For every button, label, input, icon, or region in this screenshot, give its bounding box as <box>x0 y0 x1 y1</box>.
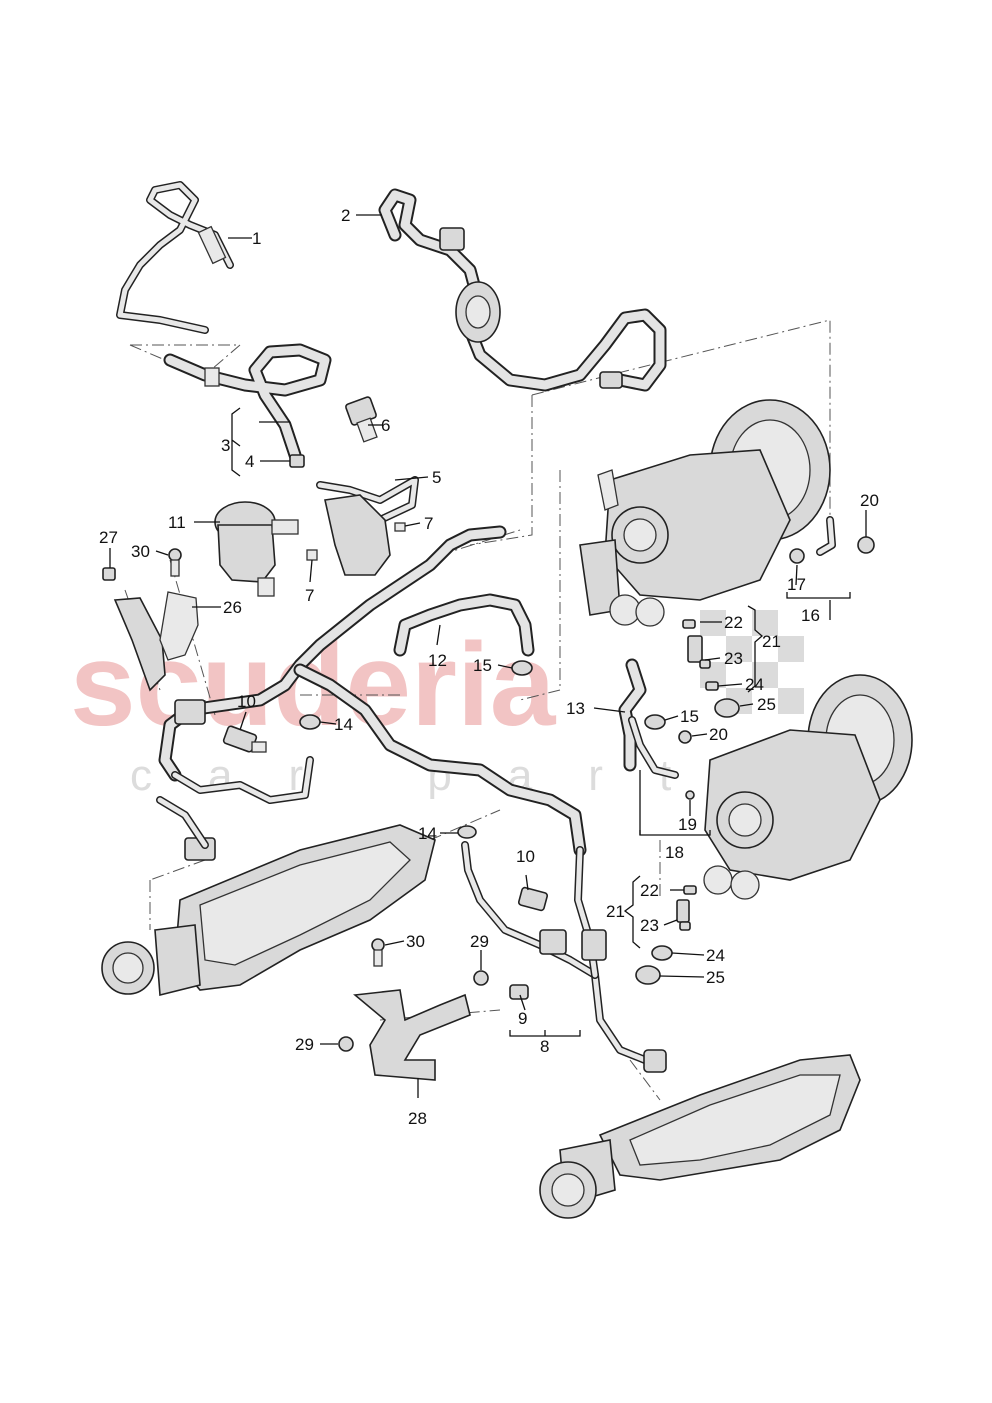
callout-14a: 14 <box>334 715 353 734</box>
callout-24a: 24 <box>745 675 764 694</box>
fitting-part-14-upper <box>299 714 321 730</box>
callout-27: 27 <box>99 528 118 547</box>
callout-16: 16 <box>801 606 820 625</box>
clip-part-9 <box>509 984 529 1000</box>
callout-21a: 21 <box>762 632 781 651</box>
sensor-part-6 <box>345 396 378 443</box>
callout-14b: 14 <box>418 824 437 843</box>
callout-21b: 21 <box>606 902 625 921</box>
sensor-part-10-lower <box>517 886 549 912</box>
callout-25a: 25 <box>757 695 776 714</box>
callout-20b: 20 <box>709 725 728 744</box>
bolt-part-30-upper <box>168 548 182 577</box>
bolt-part-20-upper <box>857 536 875 554</box>
callout-3: 3 <box>221 436 230 455</box>
turbocharger-lower <box>703 674 913 900</box>
pipe-part-18 <box>628 716 679 779</box>
washer-part-17 <box>789 548 805 564</box>
callout-23a: 23 <box>724 649 743 668</box>
callout-8: 8 <box>540 1037 549 1056</box>
leader-lines <box>109 214 867 1098</box>
callout-17: 17 <box>787 575 806 594</box>
callout-26: 26 <box>223 598 242 617</box>
bolt-part-29-left <box>338 1036 354 1052</box>
banjo-part-16 <box>816 516 836 556</box>
callout-25b: 25 <box>706 968 725 987</box>
callout-15a: 15 <box>473 656 492 675</box>
callout-24b: 24 <box>706 946 725 965</box>
sensor-part-10-upper <box>222 725 267 753</box>
fitting-part-14-lower <box>457 825 477 839</box>
callout-20a: 20 <box>860 491 879 510</box>
hose-part-3 <box>163 343 332 462</box>
callout-28: 28 <box>408 1109 427 1128</box>
fitting-part-15-upper <box>511 660 533 676</box>
callout-30b: 30 <box>406 932 425 951</box>
fuel-line-part-2 <box>378 188 667 392</box>
callout-15b: 15 <box>680 707 699 726</box>
callout-10a: 10 <box>237 692 256 711</box>
callout-7a: 7 <box>424 514 433 533</box>
bolt-part-20-middle <box>678 730 692 744</box>
callout-13: 13 <box>566 699 585 718</box>
callout-labels: 1 2 3 4 5 6 7 7 8 9 10 10 11 12 13 14 14… <box>99 206 879 1128</box>
callout-18: 18 <box>665 843 684 862</box>
turbocharger-upper <box>579 399 831 627</box>
fuel-line-part-1 <box>116 181 234 334</box>
callout-1: 1 <box>252 229 261 248</box>
fitting-part-15-lower <box>644 714 666 730</box>
callout-29a: 29 <box>295 1035 314 1054</box>
bolt-part-30-lower <box>371 938 385 967</box>
callout-22b: 22 <box>640 881 659 900</box>
checkered-flag-logo <box>700 610 804 714</box>
high-pressure-pump-part-11 <box>214 501 299 597</box>
callout-2: 2 <box>341 206 350 225</box>
callout-5: 5 <box>432 468 441 487</box>
callout-11: 11 <box>168 513 186 532</box>
breather-hose-network <box>156 525 587 861</box>
pipe-part-8 <box>461 841 667 1073</box>
fuel-rail-bracket <box>306 494 406 576</box>
bolt-part-29-right <box>473 970 489 986</box>
pipe-part-5 <box>316 476 419 524</box>
callout-7b: 7 <box>305 586 314 605</box>
callout-6: 6 <box>381 416 390 435</box>
hose-part-12 <box>393 593 535 657</box>
callout-4: 4 <box>245 452 254 471</box>
intake-manifold-right <box>539 1054 861 1219</box>
callout-23b: 23 <box>640 916 659 935</box>
hose-part-13 <box>618 658 647 772</box>
callout-22a: 22 <box>724 613 743 632</box>
callout-10b: 10 <box>516 847 535 866</box>
watermark-sub-text: car parts <box>130 751 805 800</box>
intake-manifold-left <box>101 824 436 997</box>
fittings-21-set-lower <box>635 885 697 985</box>
bracket-part-26 <box>113 591 199 692</box>
callout-12: 12 <box>428 651 447 670</box>
callout-30a: 30 <box>131 542 150 561</box>
bolt-part-27 <box>102 567 116 581</box>
callout-9: 9 <box>518 1009 527 1028</box>
callout-29b: 29 <box>470 932 489 951</box>
seal-part-19 <box>685 790 695 800</box>
callout-19: 19 <box>678 815 697 834</box>
bracket-part-28 <box>353 989 471 1081</box>
fittings-21-set-upper <box>682 619 740 718</box>
clip-part-4 <box>289 454 305 468</box>
